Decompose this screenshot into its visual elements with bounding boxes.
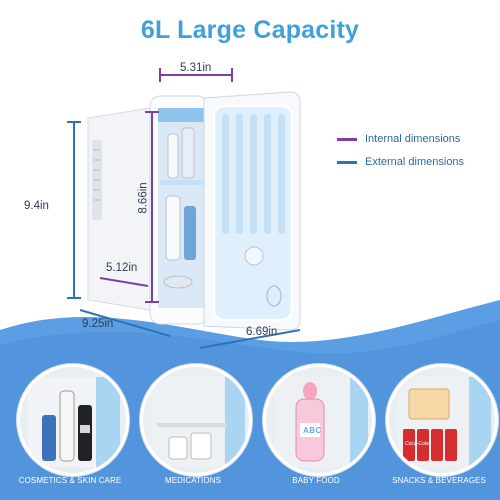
baby-bottle-text: ABC xyxy=(303,426,322,435)
baby-food-image xyxy=(274,377,368,467)
mini-fridge-illustration xyxy=(67,68,301,349)
use-caption-cosmetics: COSMETICS & SKIN CARE xyxy=(18,476,122,485)
internal-depth-label: 5.12in xyxy=(106,262,138,274)
use-caption-snacks: SNACKS & BEVERAGES xyxy=(392,476,486,485)
legend-external-swatch xyxy=(337,160,357,164)
legend-internal-label: Internal dimensions xyxy=(365,133,461,145)
snacks-image xyxy=(397,377,491,467)
cosmetics-image xyxy=(28,377,120,467)
soda-brand-text: Coca-Cola xyxy=(405,441,429,447)
legend-internal: Internal dimensions xyxy=(337,133,460,145)
internal-width-label: 5.31in xyxy=(180,62,212,74)
external-depth-label: 9.25in xyxy=(82,318,114,330)
external-height-label: 9.4in xyxy=(24,200,49,212)
internal-height-label: 8.66in xyxy=(137,182,150,214)
use-panel-cosmetics xyxy=(17,364,129,476)
legend-external-label: External dimensions xyxy=(365,156,465,168)
use-caption-medications: MEDICATIONS xyxy=(164,476,222,485)
legend-internal-swatch xyxy=(337,137,357,141)
external-width-label: 6.69in xyxy=(246,326,278,338)
use-panel-medications xyxy=(140,364,252,476)
medications-image xyxy=(151,377,245,467)
legend-external: External dimensions xyxy=(337,156,464,168)
page-title: 6L Large Capacity xyxy=(140,16,360,44)
use-panel-baby-food: ABC xyxy=(263,364,375,476)
use-panel-snacks: Coca-Cola xyxy=(386,364,498,476)
use-caption-baby-food: BABY FOOD xyxy=(292,476,340,485)
